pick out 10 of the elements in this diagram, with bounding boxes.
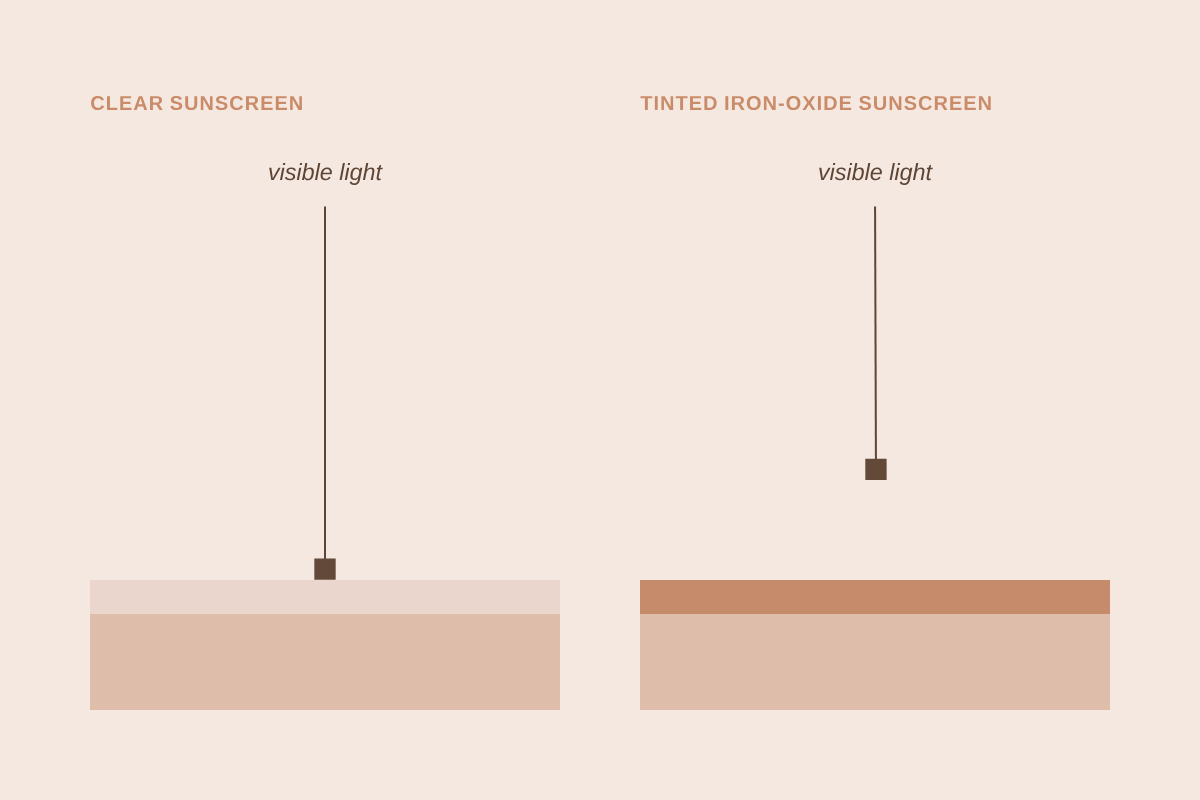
light-label: visible light	[819, 163, 933, 185]
light-label: visible light	[269, 163, 383, 185]
section-title: CLEAR SUNSCREEN	[91, 95, 302, 111]
light-ray	[865, 205, 887, 481]
skin-layer	[90, 614, 560, 710]
skin-layer	[640, 614, 1110, 710]
section-title: TINTED IRON-OXIDE SUNSCREEN	[640, 95, 991, 111]
light-ray	[314, 205, 336, 580]
sunscreen-layer	[90, 580, 560, 614]
sunscreen-layer	[640, 580, 1110, 614]
